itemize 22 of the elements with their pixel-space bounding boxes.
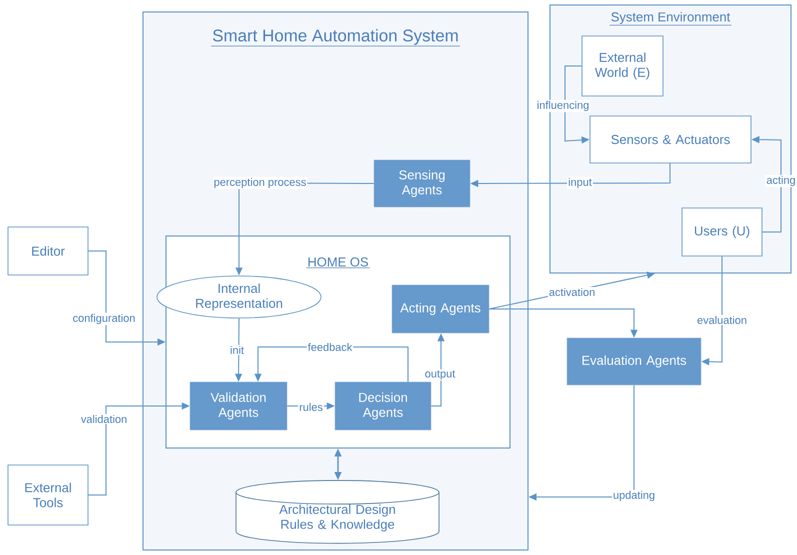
edge-label: perception process <box>212 176 308 190</box>
edge-label: init <box>229 344 245 355</box>
entity-box: External Tools <box>8 464 88 526</box>
agent-box: Decision Agents <box>334 382 432 430</box>
edge-label: input <box>567 176 593 190</box>
agent-box: Validation Agents <box>190 382 288 430</box>
entity-box: Editor <box>8 226 88 276</box>
edge-label: configuration <box>72 312 136 326</box>
agent-box: Sensing Agents <box>374 160 470 208</box>
entity-box: External World (E) <box>582 36 664 96</box>
edge-label: activation <box>548 286 596 298</box>
edge-label: evaluation <box>696 314 748 325</box>
edge-label: influencing <box>536 100 590 112</box>
entity-box: Users (U) <box>682 208 762 256</box>
edge-label: rules <box>298 402 324 412</box>
entity-box: Sensors & Actuators <box>590 116 752 164</box>
edge-label: validation <box>80 414 128 424</box>
edge-label: acting <box>765 174 797 188</box>
agent-box: Evaluation Agents <box>566 338 702 386</box>
edge-label: updating <box>612 490 656 502</box>
knowledge-cylinder: Architectural Design Rules & Knowledge <box>236 480 440 544</box>
agent-box: Acting Agents <box>392 284 490 334</box>
